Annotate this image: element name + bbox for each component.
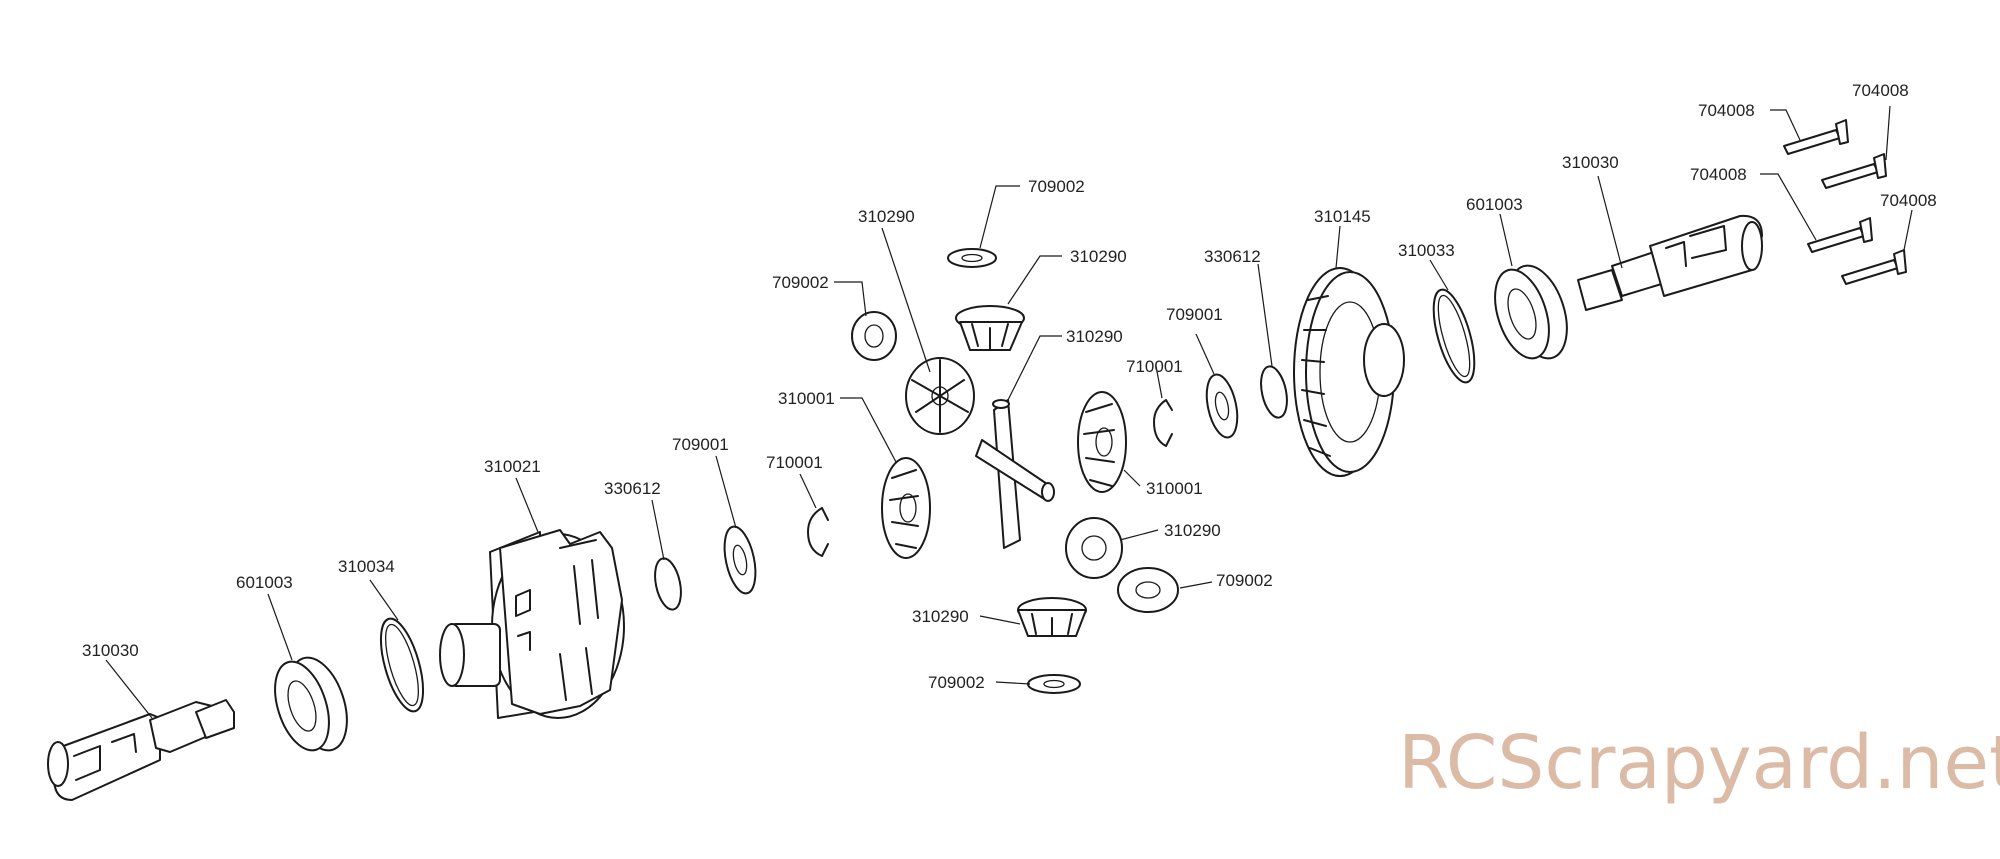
- outdrive-cup-left: [47, 699, 235, 801]
- label-bearing-left: 601003: [236, 573, 293, 592]
- label-spider-gear-left: 310290: [858, 207, 915, 226]
- label-cup-left: 310030: [82, 641, 139, 660]
- label-screw-2: 704008: [1852, 81, 1909, 100]
- bearing-right: [1494, 264, 1568, 360]
- label-screw-1: 704008: [1698, 101, 1755, 120]
- bearing-left: [274, 656, 348, 752]
- label-case: 310021: [484, 457, 541, 476]
- label-washer-b: 709001: [1166, 305, 1223, 324]
- label-shim-b: 330612: [1204, 247, 1261, 266]
- oring-right: [1432, 288, 1476, 384]
- label-clip-a: 710001: [766, 453, 823, 472]
- spider-gear-bottom: [1017, 597, 1087, 637]
- label-spider-gear-right: 310290: [1164, 521, 1221, 540]
- screws: [1783, 119, 1907, 285]
- spider-gear-left: [905, 357, 975, 435]
- label-oring-right: 310033: [1398, 241, 1455, 260]
- leader-lines: [105, 105, 1913, 719]
- label-bearing-right: 601003: [1466, 195, 1523, 214]
- washer-709002-bottom: [1027, 674, 1081, 694]
- washer-709002-top-left: [851, 311, 897, 361]
- label-spider-gear-bottom: 310290: [912, 607, 969, 626]
- side-gear-left: [881, 457, 931, 559]
- label-washer-top: 709002: [1028, 177, 1085, 196]
- outdrive-cup-right: [1577, 214, 1763, 311]
- label-side-gear-b: 310001: [1146, 479, 1203, 498]
- shim-left: [654, 557, 682, 611]
- label-spider-gear-top: 310290: [1070, 247, 1127, 266]
- shim-right: [1260, 365, 1288, 419]
- label-washer-bottom: 709002: [928, 673, 985, 692]
- label-cross-pin: 310290: [1066, 327, 1123, 346]
- spider-gear-right: [1065, 517, 1123, 579]
- cross-pin: [975, 399, 1055, 549]
- label-side-gear-a: 310001: [778, 389, 835, 408]
- ring-gear: [1293, 267, 1405, 477]
- label-screw-4: 704008: [1880, 191, 1937, 210]
- label-oring-left: 310034: [338, 557, 395, 576]
- oring-left: [379, 617, 425, 713]
- washer-709001-right: [1205, 373, 1239, 439]
- washer-709002-right: [1117, 567, 1179, 613]
- clip-left: [807, 507, 829, 557]
- side-gear-right: [1077, 391, 1127, 493]
- label-washer-a: 709001: [672, 435, 729, 454]
- label-shim-a: 330612: [604, 479, 661, 498]
- diff-case: [439, 529, 625, 719]
- watermark: RCScrapyard.net: [1398, 720, 2000, 806]
- callout-labels: 310030 601003 310034 310021 330612 70900…: [82, 81, 1937, 692]
- spider-gear-top: [955, 305, 1025, 351]
- label-clip-b: 710001: [1126, 357, 1183, 376]
- clip-right: [1153, 399, 1173, 447]
- label-screw-3: 704008: [1690, 165, 1747, 184]
- label-ring-gear: 310145: [1314, 207, 1371, 226]
- label-washer-top-left: 709002: [772, 273, 829, 292]
- label-washer-right: 709002: [1216, 571, 1273, 590]
- label-cup-right: 310030: [1562, 153, 1619, 172]
- washer-709001-left: [723, 525, 757, 595]
- washer-709002-top: [947, 248, 997, 268]
